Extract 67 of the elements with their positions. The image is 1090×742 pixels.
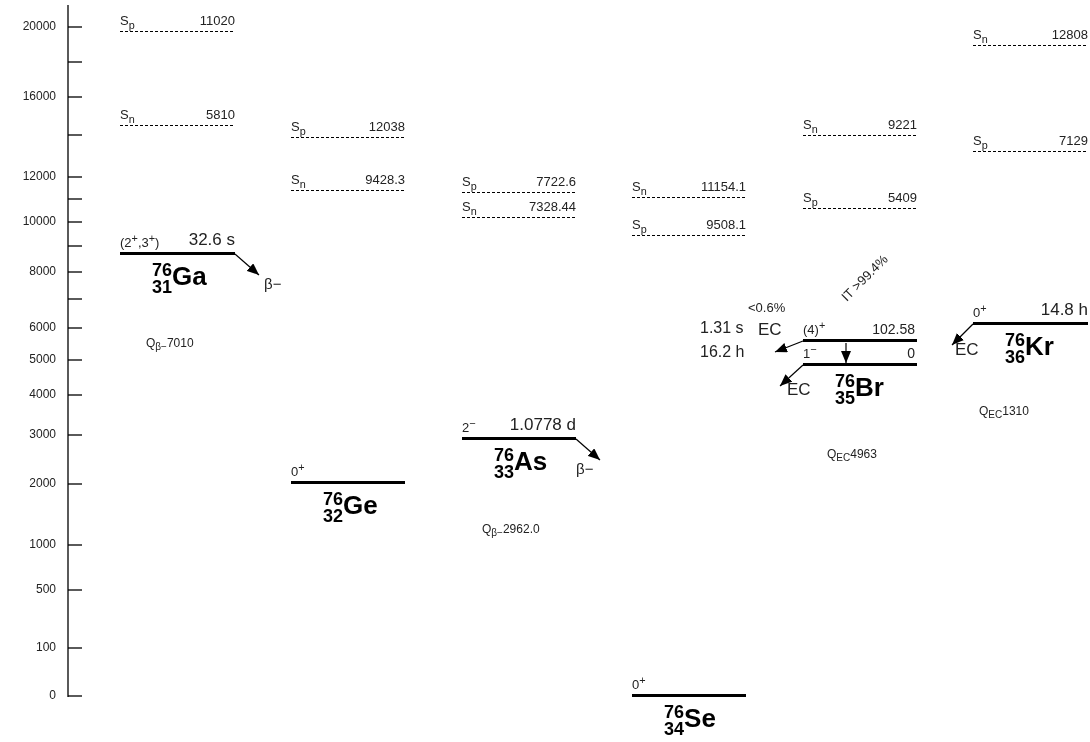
half-life-label: 1.0778 d — [509, 416, 576, 435]
separation-energy-value: 7328.44 — [529, 200, 576, 215]
axis-tick-label: 2000 — [29, 477, 56, 491]
half-life-label: 16.2 h — [700, 343, 745, 361]
edge-label: β− — [576, 461, 594, 478]
separation-energy-value: 7129 — [1059, 134, 1088, 149]
decay-arrow — [774, 340, 804, 353]
separation-energy-symbol: S$_{n}$ — [803, 118, 818, 133]
spin-parity-label: 0$^{+}$ — [291, 465, 305, 480]
separation-energy-value: 5810 — [206, 108, 235, 123]
decay-arrow — [234, 253, 260, 276]
level-energy-label: 0 — [907, 346, 915, 362]
q-value-label: Q$_{EC}$4963 — [827, 448, 877, 462]
axis-tick-label: 1000 — [29, 538, 56, 552]
separation-energy-symbol: S$_{n}$ — [462, 200, 477, 215]
q-value-label: Q$_{β−}$2962.0 — [482, 523, 540, 537]
edge-label: EC — [787, 381, 811, 400]
q-value-label: Q$_{EC}$1310 — [979, 405, 1029, 419]
axis-tick-label: 20000 — [22, 20, 56, 34]
separation-energy-symbol: S$_{n}$ — [291, 173, 306, 188]
separation-energy-symbol: S$_{p}$ — [973, 134, 988, 149]
decay-arrow — [951, 323, 974, 346]
axis-tick-label: 16000 — [22, 90, 56, 104]
separation-energy-symbol: S$_{p}$ — [120, 14, 135, 29]
spin-parity-label: (2$^{+}$,3$^{+}$) — [120, 236, 160, 251]
spin-parity-label: 0$^{+}$ — [632, 678, 646, 693]
axis-tick-label: 100 — [35, 641, 56, 655]
edge-label: EC — [758, 321, 782, 340]
axis-tick-label: 4000 — [29, 388, 56, 402]
axis-tick-label: 3000 — [29, 428, 56, 442]
q-value-label: Q$_{β−}$7010 — [146, 337, 194, 351]
separation-energy-value: 12808 — [1051, 28, 1088, 43]
separation-energy-value: 9428.3 — [365, 173, 405, 188]
axis-tick-label: 0 — [49, 689, 56, 703]
separation-energy-symbol: S$_{p}$ — [632, 218, 647, 233]
axis-tick-label: 12000 — [22, 170, 56, 184]
separation-energy-symbol: S$_{n}$ — [973, 28, 988, 43]
separation-energy-value: 9221 — [888, 118, 917, 133]
spin-parity-label: 2$^{−}$ — [462, 421, 476, 436]
axis-tick-label: 6000 — [29, 321, 56, 335]
edge-label: β− — [264, 276, 282, 293]
separation-energy-value: 9508.1 — [706, 218, 746, 233]
half-life-label: 14.8 h — [1040, 301, 1088, 320]
half-life-label: 1.31 s — [700, 319, 744, 337]
branching-ratio-label: <0.6% — [748, 301, 786, 316]
separation-energy-value: 11154.1 — [700, 180, 746, 195]
separation-energy-symbol: S$_{n}$ — [120, 108, 135, 123]
separation-energy-value: 5409 — [888, 191, 917, 206]
edge-label: EC — [955, 341, 979, 360]
separation-energy-symbol: S$_{n}$ — [632, 180, 647, 195]
spin-parity-label: (4)$^{+}$ — [803, 323, 826, 338]
decay-arrow — [575, 438, 601, 461]
axis-tick-label: 5000 — [29, 353, 56, 367]
axis-tick-label: 10000 — [22, 215, 56, 229]
decay-arrow — [779, 364, 804, 387]
spin-parity-label: 1$^{−}$ — [803, 347, 817, 362]
separation-energy-symbol: S$_{p}$ — [291, 120, 306, 135]
separation-energy-value: 7722.6 — [536, 175, 576, 190]
separation-energy-symbol: S$_{p}$ — [462, 175, 477, 190]
axis-tick-label: 500 — [35, 583, 56, 597]
level-energy-label: 102.58 — [872, 322, 915, 338]
axis-tick-label: 8000 — [29, 265, 56, 279]
separation-energy-value: 11020 — [199, 14, 235, 29]
half-life-label: 32.6 s — [188, 231, 235, 250]
separation-energy-symbol: S$_{p}$ — [803, 191, 818, 206]
separation-energy-value: 12038 — [368, 120, 405, 135]
spin-parity-label: 0$^{+}$ — [973, 306, 987, 321]
